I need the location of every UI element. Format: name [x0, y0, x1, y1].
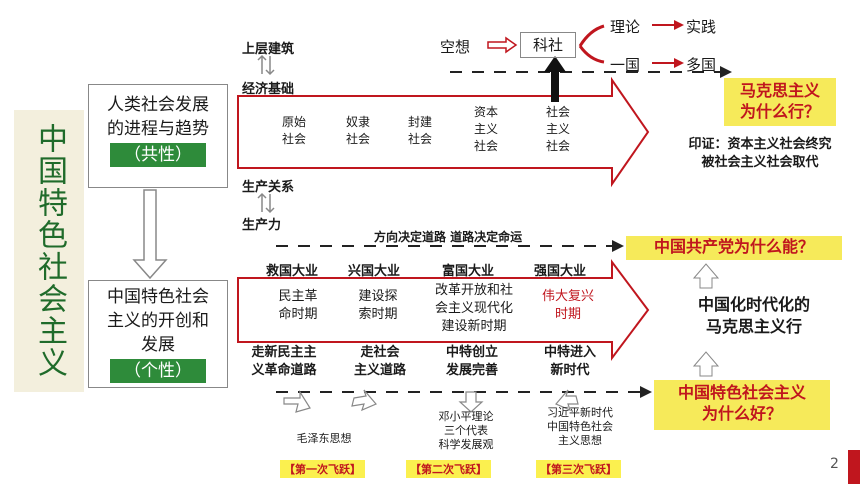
human-society-line1: 人类社会发展 [107, 95, 209, 115]
productive-forces-label: 生产力 [242, 218, 282, 233]
header-save-country: 救国大业 [266, 264, 319, 279]
theory-label: 理论 [610, 18, 641, 36]
up-arrow-icon [692, 263, 720, 289]
leap-third: 【第三次飞跃】 [536, 460, 621, 478]
question-marxism: 马克思主义为什么行？ [724, 78, 836, 126]
leap-second: 【第二次飞跃】 [406, 460, 491, 478]
stage-socialist: 社会主义社会 [545, 105, 570, 153]
stage-feudal: 封建社会 [407, 115, 432, 146]
scientific-socialism-box: 科社 [520, 32, 576, 58]
leap-first: 【第一次飞跃】 [280, 460, 365, 478]
china-socialism-line1: 中国特色社会 [107, 287, 209, 307]
many-countries-label: 多国 [686, 56, 717, 74]
header-rise-country: 兴国大业 [348, 264, 401, 279]
china-socialism-line2: 主义的开创和 [107, 311, 209, 331]
up-arrow-icon-2 [692, 351, 720, 377]
thought-xi: 习近平新时代中国特色社会主义思想 [547, 406, 613, 447]
double-arrow-icon [257, 54, 275, 76]
production-relations-label: 生产关系 [242, 180, 295, 195]
stage-primitive: 原始社会 [281, 115, 306, 146]
period-rejuvenation: 伟大复兴时期 [541, 289, 594, 322]
history-arrow-bottom [237, 259, 650, 361]
thought-deng: 邓小平理论三个代表科学发展观 [438, 410, 494, 451]
period-revolution: 民主革命时期 [278, 289, 318, 322]
header-strong-country: 强国大业 [534, 264, 587, 279]
down-arrow-icon [132, 189, 168, 280]
path-new-democratic: 走新民主主义革命道路 [251, 345, 317, 378]
center-claim: 中国化时代化的马克思主义行 [697, 295, 810, 336]
utopian-label: 空想 [440, 38, 471, 56]
page-number: 2 [830, 456, 839, 472]
period-construction: 建设探索时期 [358, 289, 398, 322]
human-society-line2: 的进程与趋势 [107, 119, 209, 139]
path-established: 中特创立发展完善 [445, 345, 498, 378]
question-party: 中国共产党为什么能？ [626, 236, 842, 260]
path-socialist-road: 走社会主义道路 [353, 345, 406, 378]
china-socialism-box: 中国特色社会 主义的开创和 发展 （个性） [88, 280, 228, 388]
period-reform: 改革开放和社会主义现代化建设新时期 [434, 283, 513, 334]
thought-mao: 毛泽东思想 [296, 432, 352, 445]
side-title: 中国特色社会主义 [14, 110, 84, 392]
header-rich-country: 富国大业 [442, 264, 495, 279]
practice-label: 实践 [686, 18, 717, 36]
china-socialism-line3: 发展 [141, 335, 175, 355]
evidence-text: 印证：资本主义社会终究被社会主义社会取代 [688, 137, 832, 170]
stage-capitalist: 资本主义社会 [473, 105, 498, 153]
history-arrow-top [237, 76, 650, 188]
individuality-tag: （个性） [110, 359, 206, 383]
superstructure-label: 上层建筑 [242, 42, 295, 57]
direction-text: 方向决定道路 道路决定命运 [374, 230, 523, 244]
economic-base-label: 经济基础 [242, 82, 295, 97]
question-socialism: 中国特色社会主义为什么好？ [654, 380, 830, 430]
path-new-era: 中特进入新时代 [543, 345, 596, 378]
stage-slave: 奴隶社会 [345, 115, 370, 146]
human-society-box: 人类社会发展 的进程与趋势 （共性） [88, 84, 228, 188]
one-country-label: 一国 [610, 56, 641, 74]
double-arrow-icon-2 [257, 192, 275, 214]
commonality-tag: （共性） [110, 143, 206, 167]
